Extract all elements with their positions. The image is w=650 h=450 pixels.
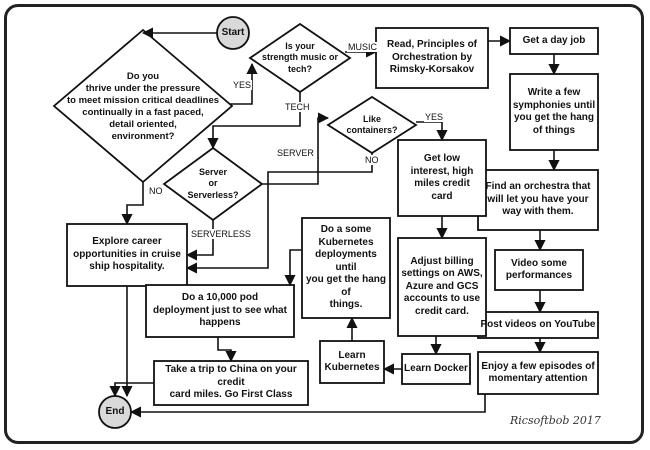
edge-trip-to-end bbox=[109, 382, 154, 398]
k8s-deployments-label: Do a some Kubernetes deployments until y… bbox=[306, 224, 386, 311]
box-video-performances bbox=[494, 249, 584, 291]
decision-strength-label: Is your strength music or tech? bbox=[262, 41, 338, 74]
box-explore-cruise bbox=[66, 223, 188, 287]
edge-containers-no bbox=[185, 153, 373, 274]
decision-server-label: Server or Serverless? bbox=[187, 167, 239, 200]
edge-server bbox=[262, 112, 330, 185]
write-symphonies-label: Write a few symphonies until you get the… bbox=[512, 87, 596, 136]
edge-pod-to-trip bbox=[217, 337, 237, 363]
box-post-youtube bbox=[477, 311, 599, 339]
day-job-label: Get a day job bbox=[522, 34, 586, 46]
edge-deploy-to-pod bbox=[284, 249, 302, 287]
edge-label-no-containers: NO bbox=[364, 155, 380, 165]
box-adjust-billing bbox=[397, 237, 487, 337]
credit-card-label: Get low interest, high miles credit card bbox=[410, 153, 474, 202]
author-signature: Ricsoftbob 2017 bbox=[510, 414, 601, 427]
explore-cruise-label: Explore career opportunities in cruise s… bbox=[73, 236, 181, 273]
trip-china-label: Take a trip to China on your credit card… bbox=[165, 364, 297, 401]
box-trip-china bbox=[153, 360, 309, 406]
box-read-principles bbox=[375, 27, 489, 89]
start-label: Start bbox=[221, 26, 245, 38]
read-principles-label: Read, Principles of Orchestration by Rim… bbox=[386, 39, 478, 76]
edge-label-yes-containers: YES bbox=[424, 112, 445, 122]
learn-docker-label: Learn Docker bbox=[404, 362, 468, 374]
edge-label-yes: YES bbox=[232, 80, 253, 90]
video-performances-label: Video some performances bbox=[505, 257, 573, 282]
find-orchestra-label: Find an orchestra that will let you have… bbox=[485, 181, 591, 218]
edge-enjoy-to-end bbox=[129, 394, 486, 418]
edge-label-server: SERVER bbox=[276, 148, 315, 158]
box-find-orchestra bbox=[477, 169, 599, 231]
box-pod-deployment bbox=[145, 284, 295, 338]
edge-thrive-yes bbox=[230, 62, 258, 105]
enjoy-attention-label: Enjoy a few episodes of momentary attent… bbox=[481, 360, 595, 385]
edge-label-tech: TECH bbox=[284, 102, 311, 112]
learn-kubernetes-label: Learn Kubernetes bbox=[324, 349, 380, 374]
box-learn-kubernetes bbox=[319, 340, 385, 384]
edge-label-music: MUSIC bbox=[347, 42, 378, 52]
edge-thrive-no bbox=[121, 182, 144, 226]
decision-thrive-label: Do you thrive under the pressure to meet… bbox=[66, 71, 220, 142]
adjust-billing-label: Adjust billing settings on AWS, Azure an… bbox=[401, 255, 483, 317]
box-k8s-deployments bbox=[301, 217, 391, 319]
end-label: End bbox=[105, 405, 125, 417]
decision-containers-label: Like containers? bbox=[346, 113, 398, 135]
pod-deployment-label: Do a 10,000 pod deployment just to see w… bbox=[153, 292, 287, 329]
edge-label-no: NO bbox=[148, 186, 164, 196]
edge-containers-yes bbox=[416, 121, 448, 142]
edge-label-serverless: SERVERLESS bbox=[190, 229, 252, 239]
post-youtube-label: Post videos on YouTube bbox=[480, 318, 596, 330]
box-enjoy-attention bbox=[477, 351, 599, 395]
